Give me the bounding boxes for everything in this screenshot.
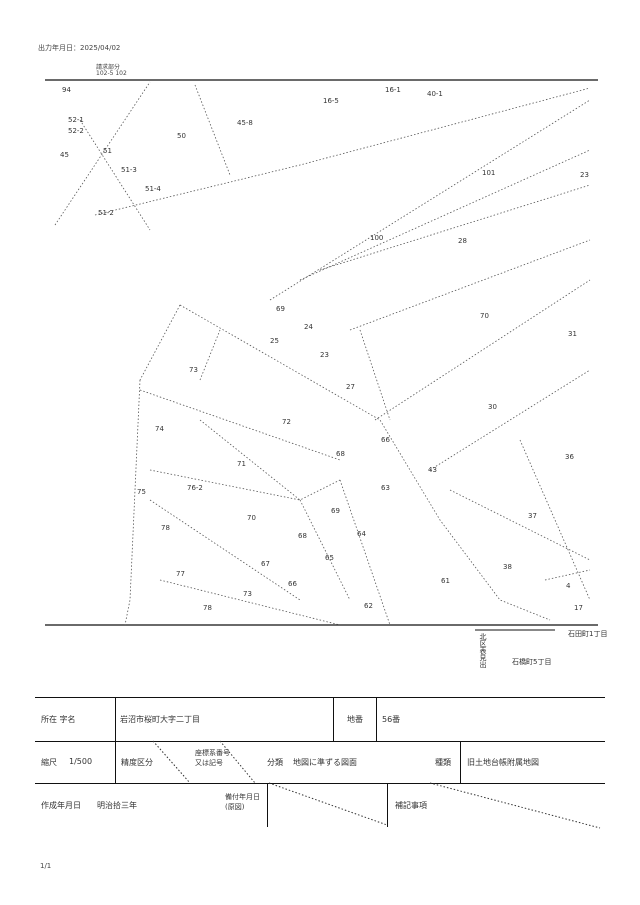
lot-label: 66 — [288, 580, 297, 588]
notes-label: 補記事項 — [395, 801, 427, 810]
area-label-vertical: 北区表見出 — [479, 633, 487, 668]
requested-lot: 102-5 102 — [96, 70, 127, 77]
lot-label: 72 — [282, 418, 291, 426]
lot-label: 43 — [428, 466, 437, 474]
accuracy-label: 精度区分 — [121, 758, 153, 767]
lot-label: 67 — [261, 560, 270, 568]
scale-label: 縮尺 — [41, 758, 57, 767]
lot-label: 66 — [381, 436, 390, 444]
lot-label: 37 — [528, 512, 537, 520]
lot-label: 28 — [458, 237, 467, 245]
requested-part-label: 請求部分 — [96, 64, 121, 71]
lot-label: 45 — [60, 151, 69, 159]
lot-label: 52-2 — [68, 127, 84, 135]
lot-label: 74 — [155, 425, 164, 433]
classification-value: 地図に準ずる図面 — [293, 758, 357, 767]
scale-value: 1/500 — [69, 757, 93, 766]
lot-numbers: 94 52-1 52-2 45 51 51-3 51-4 51-2 50 45-… — [60, 86, 589, 612]
lot-number-label: 地番 — [347, 715, 363, 724]
info-table: 所在 字名 岩沼市桜町大字二丁目 地番 56番 縮尺 1/500 精度区分 座標… — [35, 697, 605, 841]
parcel-boundaries — [54, 81, 591, 626]
lot-label: 36 — [565, 453, 574, 461]
lot-label: 50 — [177, 132, 186, 140]
lot-label: 101 — [482, 169, 495, 177]
page-number: 1/1 — [40, 862, 52, 870]
lot-number-value: 56番 — [382, 715, 401, 724]
lot-label: 71 — [237, 460, 246, 468]
lot-label: 51-4 — [145, 185, 161, 193]
lot-label: 51-2 — [98, 209, 114, 217]
lot-label: 76-2 — [187, 484, 203, 492]
created-date-value: 明治拾三年 — [97, 801, 137, 810]
lot-label: 23 — [580, 171, 589, 179]
lot-label: 23 — [320, 351, 329, 359]
lot-label: 70 — [480, 312, 489, 320]
lot-label: 52-1 — [68, 116, 84, 124]
area-label: 石田町1丁目 — [568, 630, 607, 638]
lot-label: 70 — [247, 514, 256, 522]
lot-label: 30 — [488, 403, 497, 411]
type-label: 種類 — [435, 758, 451, 767]
print-date: 出力年月日：2025/04/02 — [38, 44, 121, 52]
lot-label: 69 — [276, 305, 285, 313]
type-value: 旧土地台帳附属地図 — [467, 758, 539, 767]
lot-label: 64 — [357, 530, 366, 538]
lot-label: 65 — [325, 554, 334, 562]
lot-label: 51 — [103, 147, 112, 155]
lot-label: 68 — [336, 450, 345, 458]
lot-label: 75 — [137, 488, 146, 496]
lot-label: 73 — [189, 366, 198, 374]
lot-label: 77 — [176, 570, 185, 578]
lot-label: 62 — [364, 602, 373, 610]
installed-date-label: 備付年月日(原図) — [225, 793, 260, 811]
lot-label: 51-3 — [121, 166, 137, 174]
location-label: 所在 字名 — [41, 715, 76, 724]
lot-label: 100 — [370, 234, 383, 242]
lot-label: 16-5 — [323, 97, 339, 105]
location-value: 岩沼市桜町大字二丁目 — [120, 715, 200, 724]
lot-label: 94 — [62, 86, 71, 94]
classification-label: 分類 — [267, 758, 283, 767]
lot-label: 45-8 — [237, 119, 253, 127]
created-date-label: 作成年月日 — [41, 801, 81, 810]
map-drawing: 94 52-1 52-2 45 51 51-3 51-4 51-2 50 45-… — [45, 79, 607, 666]
coordinate-system-label: 座標系番号又は記号 — [195, 749, 230, 767]
lot-label: 25 — [270, 337, 279, 345]
lot-label: 78 — [161, 524, 170, 532]
lot-label: 63 — [381, 484, 390, 492]
lot-label: 78 — [203, 604, 212, 612]
lot-label: 4 — [566, 582, 571, 590]
lot-label: 24 — [304, 323, 313, 331]
lot-label: 40-1 — [427, 90, 443, 98]
lot-label: 16-1 — [385, 86, 401, 94]
lot-label: 17 — [574, 604, 583, 612]
lot-label: 38 — [503, 563, 512, 571]
lot-label: 68 — [298, 532, 307, 540]
lot-label: 73 — [243, 590, 252, 598]
lot-label: 31 — [568, 330, 577, 338]
lot-label: 27 — [346, 383, 355, 391]
area-label: 石橋町5丁目 — [512, 657, 551, 666]
lot-label: 61 — [441, 577, 450, 585]
lot-label: 69 — [331, 507, 340, 515]
